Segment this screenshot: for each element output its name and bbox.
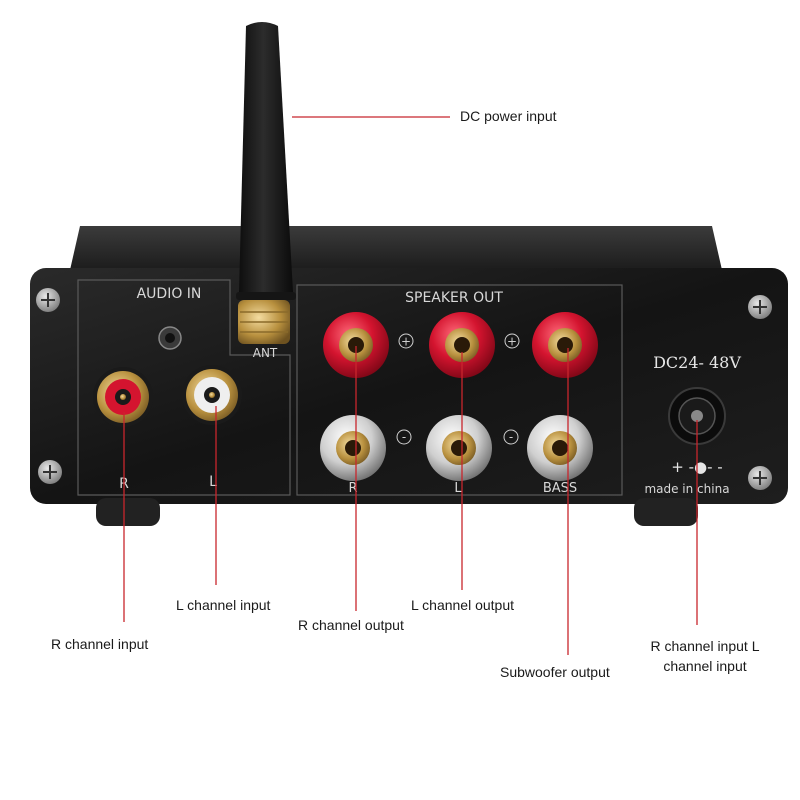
voltage-label: DC24- 48V (653, 353, 741, 372)
speaker-bass-negative-terminal[interactable] (527, 415, 593, 481)
foot-left (96, 498, 160, 526)
callout-r-channel-output: R channel output (298, 617, 404, 633)
minus-icon: - (396, 429, 412, 445)
ground-screw-icon (158, 326, 182, 350)
rca-right-jack[interactable] (93, 367, 153, 427)
antenna[interactable] (236, 22, 296, 344)
plus-icon: + (398, 333, 414, 349)
speaker-right-label: R (348, 481, 357, 496)
svg-text:-: - (509, 430, 513, 444)
speaker-left-label: L (454, 481, 462, 496)
foot-right (634, 498, 698, 526)
screw-icon (748, 466, 772, 490)
callout-l-channel-input: L channel input (176, 597, 271, 613)
screw-icon (748, 295, 772, 319)
speaker-right-negative-terminal[interactable] (320, 415, 386, 481)
screw-icon (36, 288, 60, 312)
callout-subwoofer-output: Subwoofer output (500, 664, 610, 680)
callout-dc-power: DC power input (460, 108, 557, 124)
speaker-bass-label: BASS (543, 481, 577, 496)
speaker-right-positive-terminal[interactable] (323, 312, 389, 378)
dc-jack[interactable] (668, 387, 726, 445)
callout-rl-channel-input: R channel input L channel input (650, 638, 760, 674)
speaker-bass-positive-terminal[interactable] (532, 312, 598, 378)
speaker-left-negative-terminal[interactable] (426, 415, 492, 481)
antenna-label: ANT (253, 346, 278, 360)
callout-l-channel-output: L channel output (411, 597, 515, 613)
callout-r-channel-input: R channel input (51, 636, 149, 652)
svg-text:+: + (401, 335, 411, 349)
chassis-face (30, 268, 788, 504)
rca-left-jack[interactable] (182, 365, 242, 425)
plus-icon: + (504, 333, 520, 349)
speaker-left-positive-terminal[interactable] (429, 312, 495, 378)
rca-left-label: L (209, 474, 217, 490)
origin-label: made in china (644, 482, 729, 496)
screw-icon (38, 460, 62, 484)
audio-in-frame (77, 279, 291, 496)
svg-text:-: - (402, 430, 406, 444)
svg-text:+: + (507, 335, 517, 349)
minus-icon: - (503, 429, 519, 445)
speaker-out-label: SPEAKER OUT (405, 290, 503, 306)
speaker-out-frame (296, 284, 623, 496)
audio-in-label: AUDIO IN (137, 286, 202, 302)
chassis-top (70, 226, 722, 270)
